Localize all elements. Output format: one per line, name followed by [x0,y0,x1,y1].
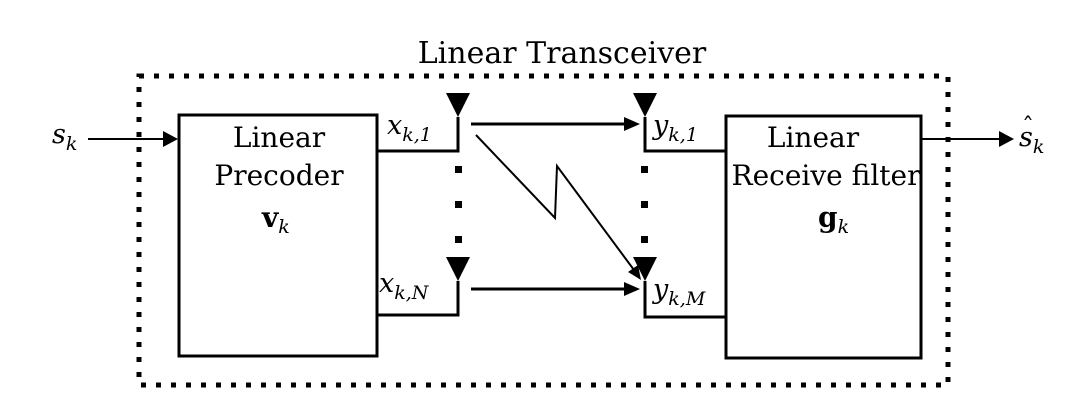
precoder-label-line2: Precoder [214,159,344,192]
tx-antenna-ellipsis [455,166,462,243]
precoder-label-line1: Linear [233,121,326,154]
receive-filter-vector-label: gk [818,201,849,238]
rx-feed-line-1 [643,117,726,153]
output-signal-label: sk [1019,122,1044,158]
channel-crosstalk-zigzag [475,134,635,271]
channel-arrow-top-head [624,117,640,131]
input-signal-label: sk [52,119,77,155]
rx-antenna-label-1: yk,1 [652,110,698,146]
precoder-block [177,113,379,358]
rx-antenna-icon-m [633,257,657,281]
tx-feed-line-n [377,281,460,317]
receive-filter-label-line2: Receive filter [732,159,922,192]
rx-antenna-ellipsis [641,166,648,243]
tx-antenna-label-n: xk,N [379,268,430,304]
diagram-title: Linear Transceiver [418,36,707,71]
tx-antenna-label-1: xk,1 [387,110,432,146]
channel-arrow-bottom-head [624,282,640,296]
output-signal-accent: ˆ [1022,113,1034,141]
input-arrow-head [163,131,178,147]
rx-antenna-icon-1 [633,93,657,117]
transceiver-boundary [136,73,951,388]
tx-feed-line-1 [377,117,460,153]
rx-feed-line-m [643,281,726,319]
precoder-vector-label: vk [261,201,290,238]
tx-antenna-icon-1 [446,93,470,117]
receive-filter-block [724,114,923,360]
tx-antenna-icon-n [446,257,470,281]
channel-crosstalk-zigzag-head [628,265,641,280]
rx-antenna-label-m: yk,M [652,274,706,310]
output-arrow-head [999,131,1014,147]
receive-filter-label-line1: Linear [767,121,860,154]
